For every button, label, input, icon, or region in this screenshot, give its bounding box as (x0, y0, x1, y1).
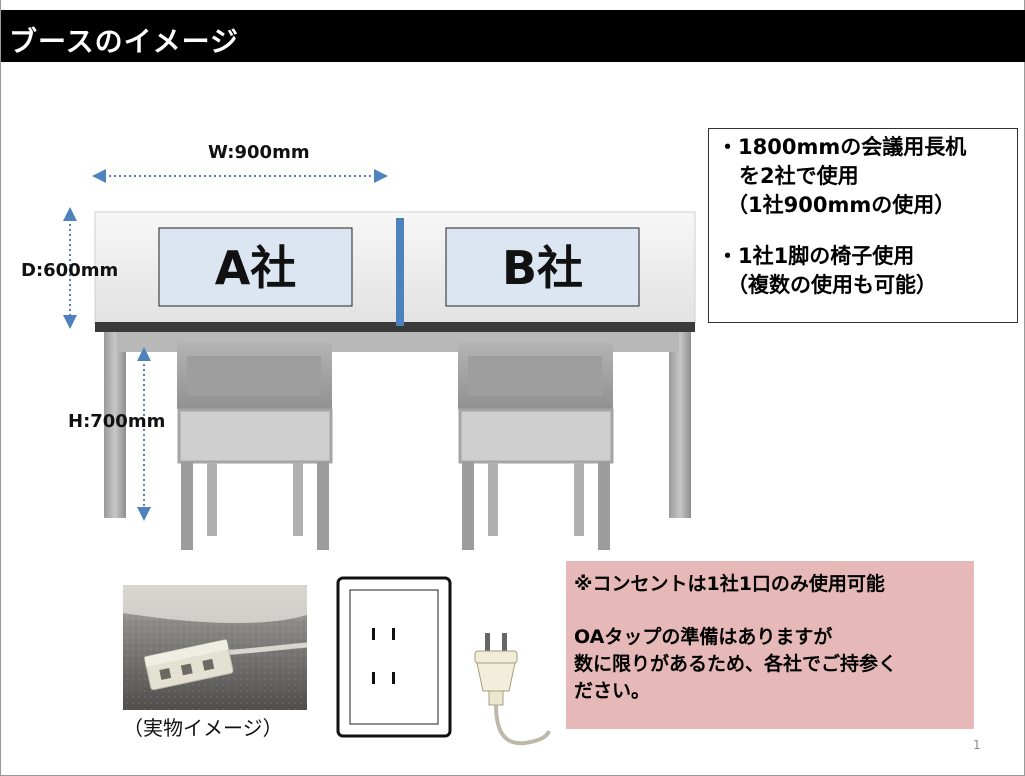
power-plug-icon (474, 633, 551, 746)
page-number: 1 (973, 738, 981, 752)
height-label: H:700mm (68, 411, 166, 432)
desk-edge (95, 322, 695, 332)
notice-heading: ※コンセントは1社1口のみ使用可能 (574, 573, 885, 595)
photo-caption: （実物イメージ） (123, 716, 283, 740)
desk-leg (669, 330, 691, 518)
company-a-panel (158, 227, 353, 307)
chair-b (458, 342, 614, 550)
depth-label: D:600mm (21, 260, 119, 281)
company-b-label: B社 (501, 241, 584, 295)
company-a-label: A社 (214, 241, 297, 295)
company-b-panel (445, 227, 640, 307)
info-line: を2社で使用 (739, 164, 859, 188)
notice-line: ださい。 (574, 680, 651, 702)
info-line: （複数の使用も可能） (727, 273, 937, 297)
desk-divider (396, 218, 404, 326)
notice-line: OAタップの準備はありますが (574, 626, 833, 648)
chair-a (177, 342, 333, 550)
info-line: ・1800mmの会議用長机 (717, 135, 967, 159)
page-title: ブースのイメージ (9, 25, 240, 58)
info-line: （1社900mmの使用） (727, 193, 956, 217)
wall-outlet-icon (336, 576, 452, 738)
usage-info-box: ・1800mmの会議用長机 を2社で使用 （1社900mmの使用） ・1社1脚の… (708, 128, 1018, 323)
desk-leg (104, 330, 126, 518)
info-line: ・1社1脚の椅子使用 (717, 244, 915, 268)
notice-line: 数に限りがあるため、各社でご持参く (574, 653, 898, 675)
title-bar: ブースのイメージ (1, 10, 1025, 62)
width-label: W:900mm (208, 142, 310, 163)
power-strip-photo (123, 585, 307, 710)
outlet-notice-box: ※コンセントは1社1口のみ使用可能 OAタップの準備はありますが 数に限りがある… (566, 561, 974, 729)
